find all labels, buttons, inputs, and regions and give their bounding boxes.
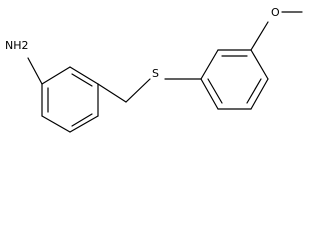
ch2-to-sulfur-bond <box>125 78 151 103</box>
oxygen-label: O <box>271 6 280 19</box>
ring-a-bond-6 <box>41 66 71 85</box>
amine-bond <box>27 57 43 85</box>
ring-a-double-bond-2 <box>71 113 93 127</box>
ring-to-oxygen-bond <box>250 21 269 51</box>
chemical-structure-diagram: NH2 S O <box>5 6 303 133</box>
ring-b-bond-1 <box>200 49 219 80</box>
ring-b-bond-4 <box>250 78 269 110</box>
ring-a-double-bond-1 <box>71 73 93 87</box>
ring-a-bond-4 <box>41 115 71 133</box>
sulfur-label: S <box>152 67 159 80</box>
ring-b-double-bond-2 <box>246 78 262 104</box>
right-benzene-ring <box>200 49 269 110</box>
ring-a-bond-1 <box>69 66 99 85</box>
ring-to-ch2-bond <box>97 83 127 103</box>
left-benzene-ring <box>41 66 99 133</box>
ring-b-double-bond-3 <box>207 78 223 104</box>
ring-a-bond-3 <box>69 115 99 133</box>
amine-label: NH2 <box>5 39 29 52</box>
ring-b-bond-6 <box>200 78 219 110</box>
ring-b-bond-3 <box>250 49 269 80</box>
